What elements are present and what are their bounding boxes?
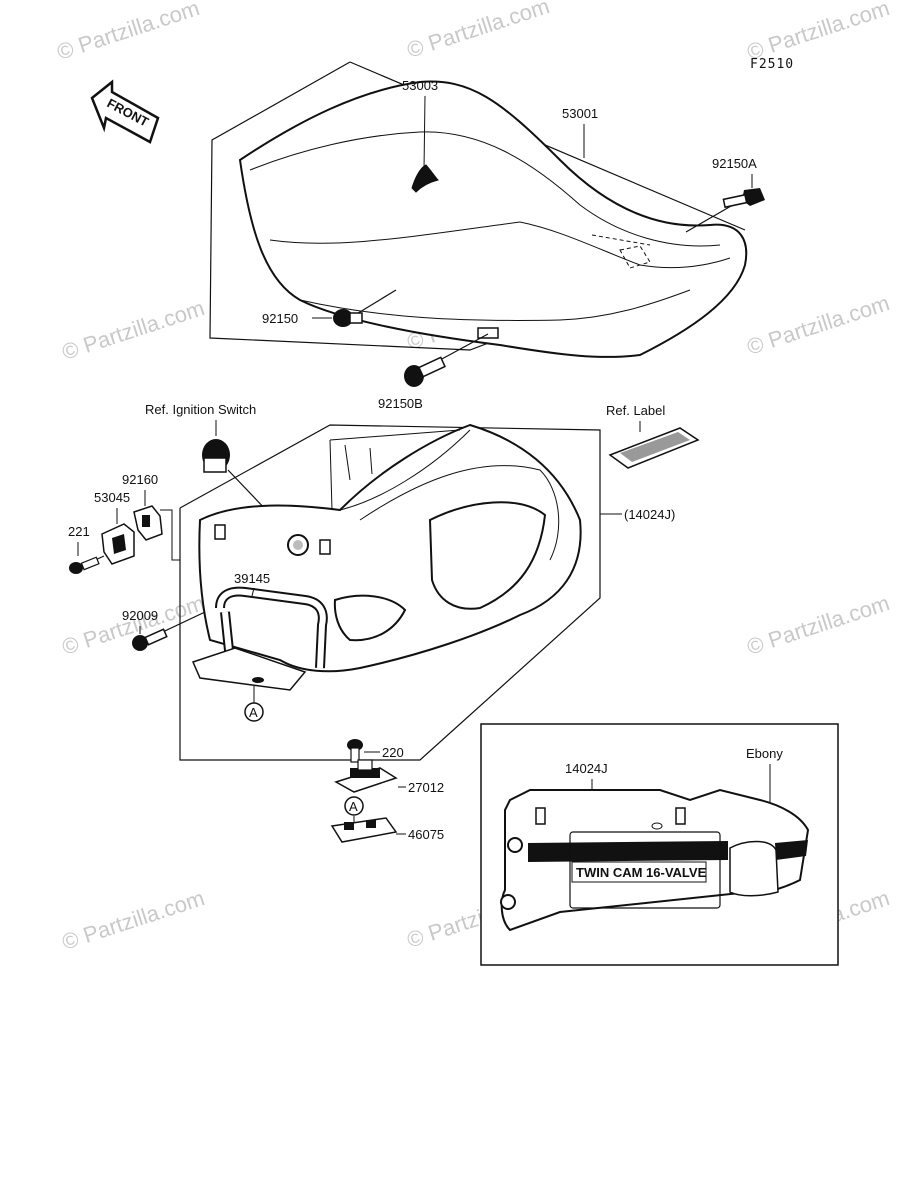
label-46075: 46075 bbox=[408, 827, 444, 842]
label-92150A: 92150A bbox=[712, 156, 757, 171]
label-92009: 92009 bbox=[122, 608, 158, 623]
reference-circle-a-2: A bbox=[344, 796, 364, 822]
ref-ignition-switch: Ref. Ignition Switch bbox=[145, 402, 256, 417]
label-sticker-icon bbox=[608, 427, 700, 469]
front-arrow-icon: FRONT bbox=[90, 79, 160, 144]
bolt-92150A-icon bbox=[685, 188, 765, 233]
watermark: © Partzilla.com bbox=[744, 0, 893, 65]
label-92160: 92160 bbox=[122, 472, 158, 487]
ref-label: Ref. Label bbox=[606, 403, 665, 418]
screw-221-icon bbox=[69, 555, 105, 574]
inset-decal-text: TWIN CAM 16-VALVE bbox=[576, 865, 707, 880]
watermark: © Partzilla.com bbox=[59, 590, 208, 660]
seat-illustration bbox=[238, 80, 748, 358]
reference-circle-a: A bbox=[244, 686, 264, 722]
label-221: 221 bbox=[68, 524, 90, 539]
label-92150: 92150 bbox=[262, 311, 298, 326]
inset-stripe bbox=[528, 841, 728, 862]
label-53001: 53001 bbox=[562, 106, 598, 121]
inset-panel: 14024J Ebony TWIN CAM 16-VALVE bbox=[480, 723, 839, 966]
hinge-27012-icon bbox=[334, 759, 398, 793]
tail-cover-illustration bbox=[198, 423, 582, 673]
bracket-53045-icon bbox=[101, 523, 135, 565]
watermark: © Partzilla.com bbox=[59, 295, 208, 365]
circle-a2-label: A bbox=[349, 799, 358, 814]
watermark: © Partzilla.com bbox=[404, 0, 553, 63]
figure-code: F2510 bbox=[750, 57, 794, 72]
bracket-callout bbox=[160, 509, 180, 561]
label-14024J-ref: (14024J) bbox=[624, 507, 675, 522]
watermark: © Partzilla.com bbox=[59, 885, 208, 955]
label-39145: 39145 bbox=[234, 571, 270, 586]
grip-handle-illustration bbox=[191, 586, 328, 691]
bolt-92150-icon bbox=[333, 289, 397, 327]
watermark: © Partzilla.com bbox=[744, 590, 893, 660]
watermark: © Partzilla.com bbox=[744, 290, 893, 360]
label-92150B: 92150B bbox=[378, 396, 423, 411]
label-53003: 53003 bbox=[402, 78, 438, 93]
circle-a-label: A bbox=[249, 705, 258, 720]
bolt-92009-icon bbox=[132, 611, 206, 651]
clip-92160-icon bbox=[133, 505, 163, 541]
screw-220-icon bbox=[347, 739, 363, 763]
cover-group-frame bbox=[179, 424, 601, 761]
bolt-92150B-icon bbox=[404, 333, 489, 387]
pad-46075-icon bbox=[330, 817, 398, 843]
watermark: © Partzilla.com bbox=[54, 0, 203, 65]
label-27012: 27012 bbox=[408, 780, 444, 795]
inset-part-number: 14024J bbox=[565, 761, 608, 776]
label-53045: 53045 bbox=[94, 490, 130, 505]
inset-color: Ebony bbox=[746, 746, 783, 761]
label-220: 220 bbox=[382, 745, 404, 760]
